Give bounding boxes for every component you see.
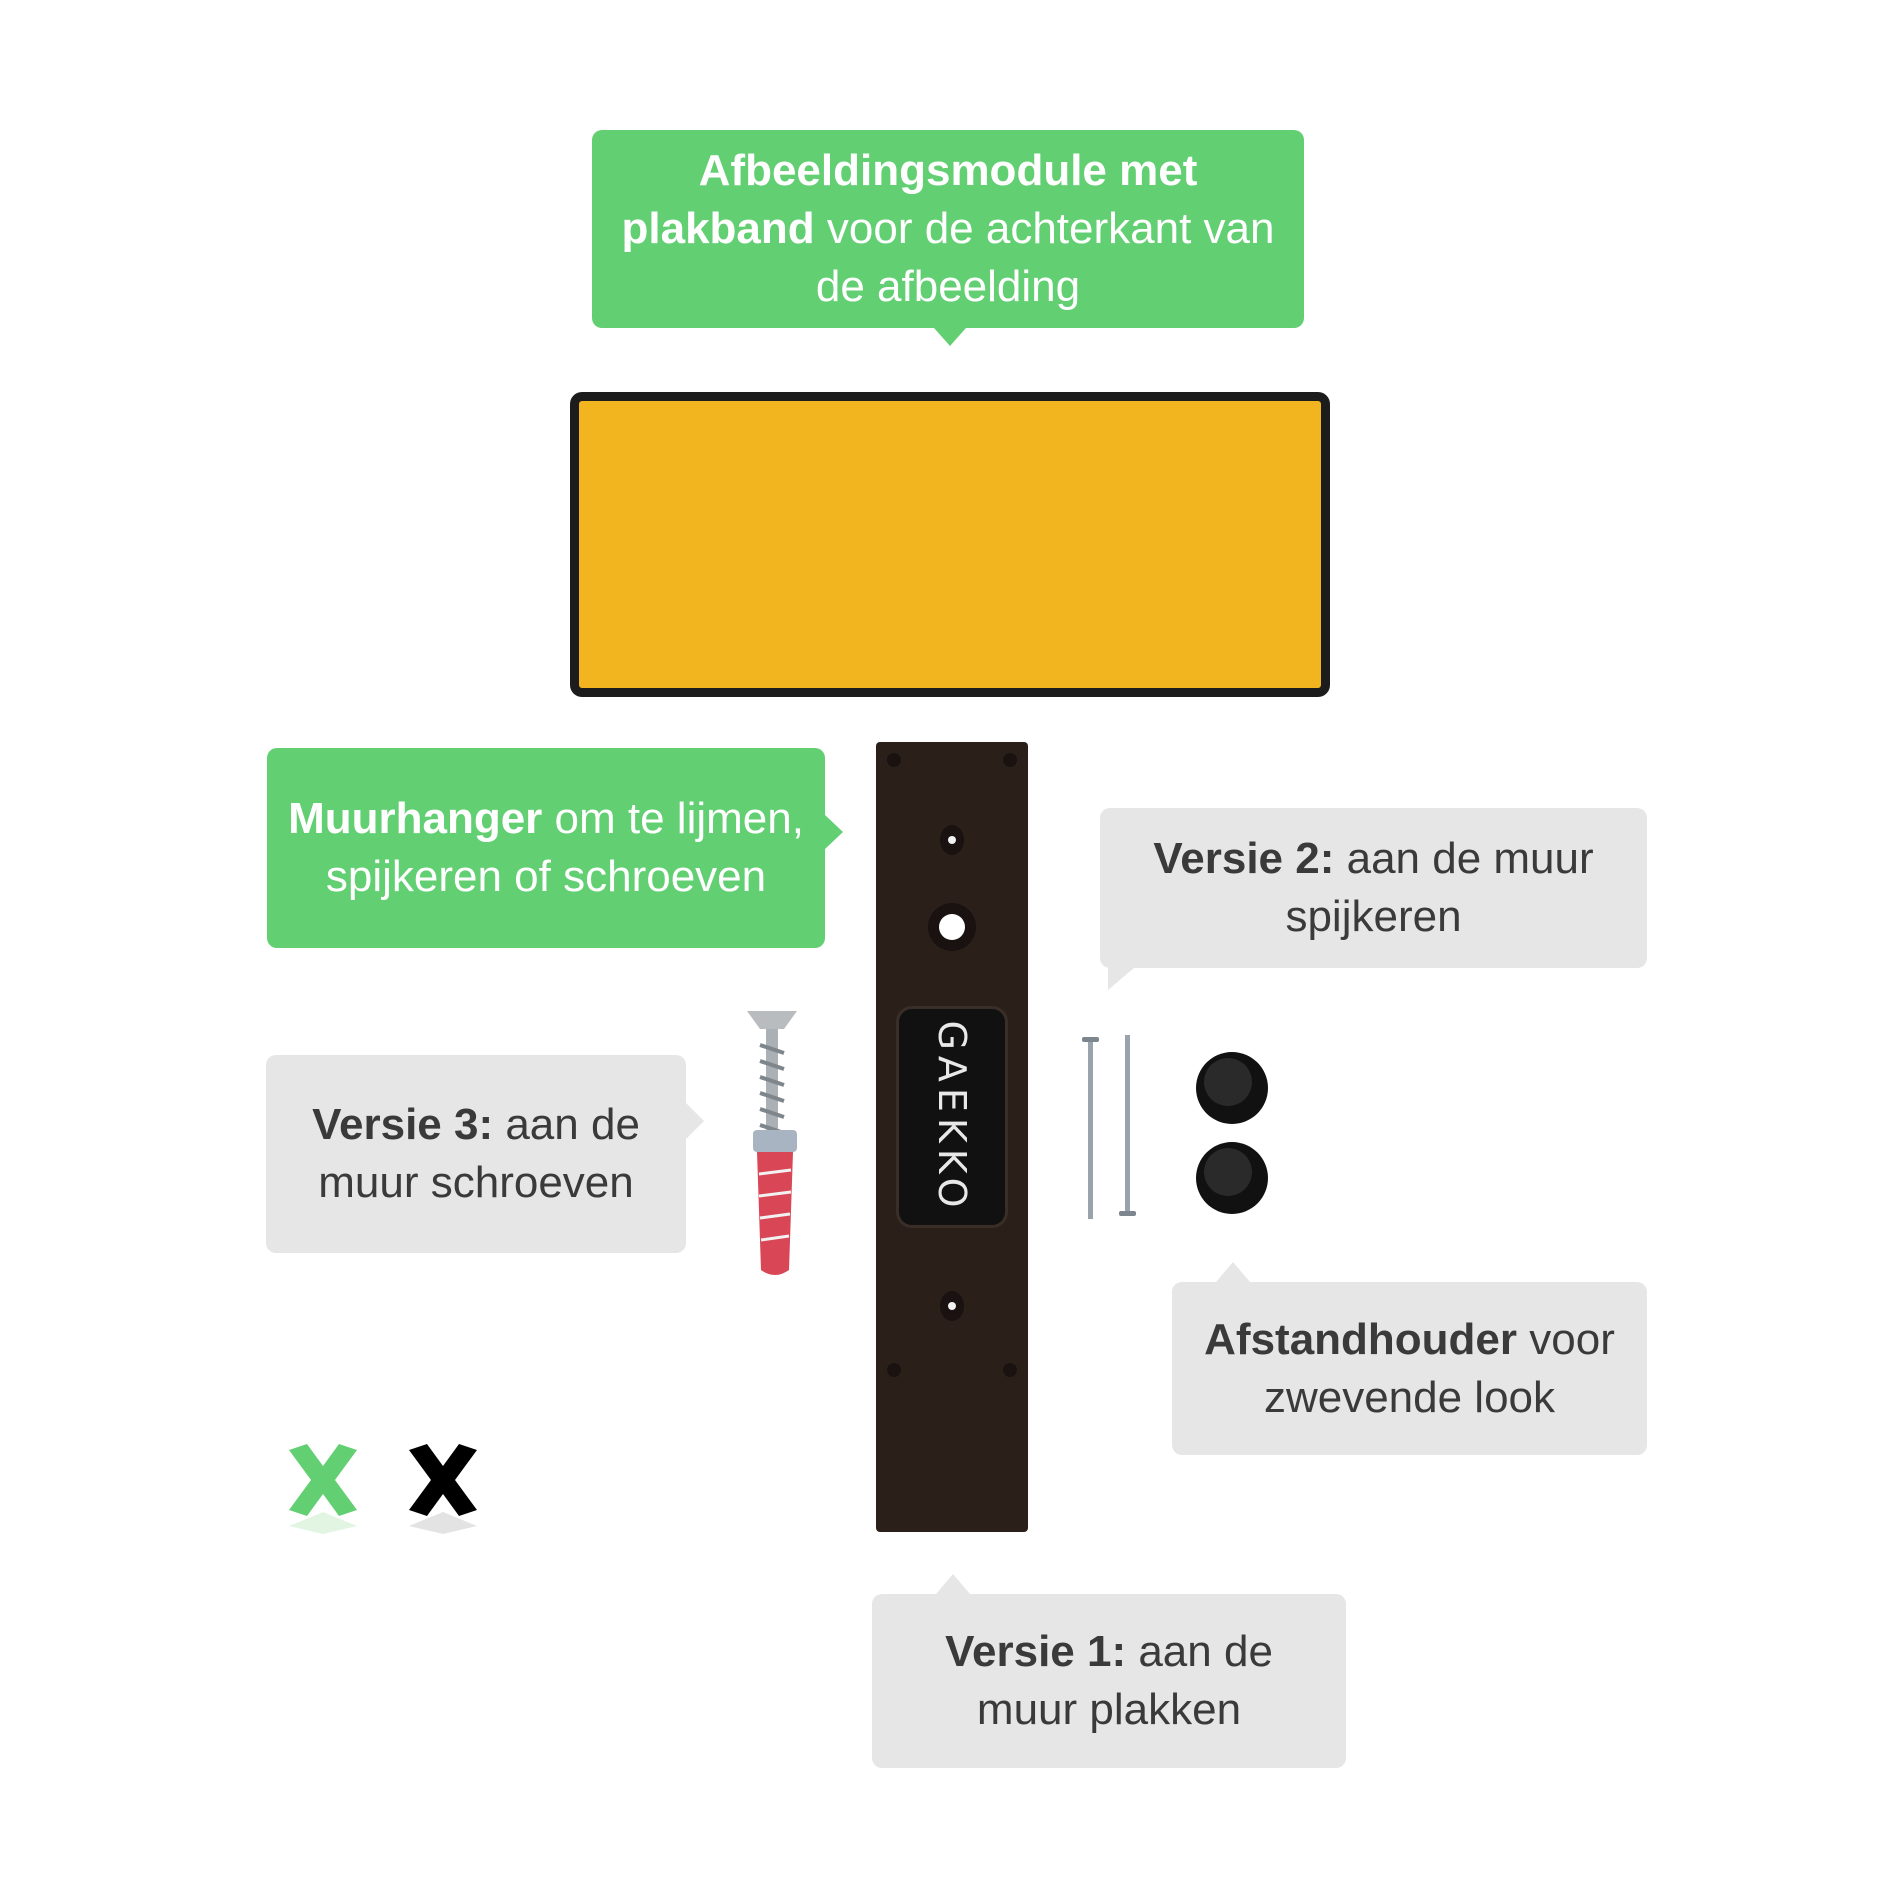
gaekko-logo-window: GAEKKO [896,1006,1008,1228]
image-module-callout: Afbeeldingsmodule met plakband voor de a… [592,130,1304,328]
gaekko-logo: GAEKKO [930,1020,974,1214]
wall-hanger-callout-bold: Muurhanger [288,794,543,843]
version2-callout-pointer [1108,968,1134,990]
spacer-callout: Afstandhouder voor zwevende look [1172,1282,1647,1455]
image-module-callout-bold: Afbeeldingsmodule met plakband [621,146,1198,253]
image-module-plate [570,392,1330,697]
spacer-callout-bold: Afstandhouder [1204,1314,1518,1364]
spacer-callout-text: voor zwevende look [1263,1314,1615,1422]
hanger-holes-icon [887,753,1017,1377]
spacer-pad-icon [1196,1052,1268,1214]
version1-callout-pointer [936,1574,970,1594]
version2-callout-text: aan de muur spijkeren [1285,834,1594,941]
version3-callout-pointer [686,1103,704,1139]
wall-plug-icon [753,1130,797,1275]
image-module-callout-pointer [934,328,966,346]
version1-callout-text: aan de muur plakken [976,1627,1273,1734]
adhesive-tape [579,401,1321,688]
wall-hanger-callout-pointer [825,815,843,849]
spacer-callout-pointer [1216,1262,1250,1282]
version3-callout: Versie 3: aan de muur schroeven [266,1055,686,1253]
wall-hanger-callout: Muurhanger om te lijmen, spijkeren of sc… [267,748,825,948]
version3-callout-text: aan de muur schroeven [318,1100,640,1207]
image-module-callout-text: voor de achterkant van de afbeelding [814,204,1275,311]
nail-icon [1082,1035,1136,1219]
version2-callout: Versie 2: aan de muur spijkeren [1100,808,1647,968]
screw-icon [747,1011,797,1139]
green-x-icon [289,1444,357,1534]
version1-callout-bold: Versie 1: [945,1627,1127,1676]
version3-callout-bold: Versie 3: [312,1100,494,1149]
wall-hanger-callout-text: om te lijmen, spijkeren of schroeven [325,794,804,901]
version2-callout-bold: Versie 2: [1153,834,1335,883]
black-x-icon [409,1444,477,1534]
version1-callout: Versie 1: aan de muur plakken [872,1594,1346,1768]
